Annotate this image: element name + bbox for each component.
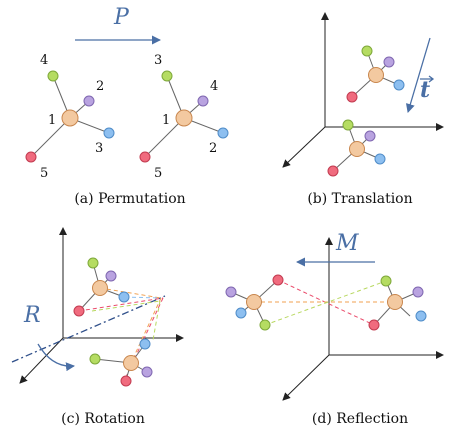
atom-blue <box>139 338 151 350</box>
atom-red <box>139 151 151 163</box>
molecule-upper <box>73 257 130 317</box>
atom-center <box>61 109 79 127</box>
vector-arrow-icon <box>420 75 435 83</box>
atom-blue <box>374 153 386 165</box>
rotation-arrow <box>37 343 75 372</box>
atom-red <box>346 91 358 103</box>
reflection-dashes <box>254 279 395 326</box>
label-left-red: 5 <box>40 166 48 181</box>
molecule-right: 3 4 1 2 5 <box>139 53 229 181</box>
reflection-operator: M <box>335 231 359 256</box>
label-right-purple: 4 <box>210 79 218 94</box>
rotation-operator: R <box>23 303 41 328</box>
atom-red <box>73 305 85 317</box>
panel-translation: t (b) Translation <box>282 12 444 207</box>
molecule-lower <box>89 338 153 387</box>
atom-blue <box>235 307 247 319</box>
atom-green <box>87 257 99 269</box>
molecule-left-mirror <box>225 274 284 331</box>
label-right-blue: 2 <box>209 141 217 156</box>
atom-green <box>47 70 59 82</box>
rotation-axis <box>11 295 166 363</box>
label-left-center: 1 <box>48 113 56 128</box>
atom-green <box>342 119 354 131</box>
atom-center <box>246 294 262 310</box>
translation-operator: t <box>420 77 430 103</box>
atom-blue <box>415 310 427 322</box>
label-left-green: 4 <box>40 53 48 68</box>
atom-purple <box>197 95 209 107</box>
atom-purple <box>364 130 376 142</box>
caption-permutation: (a) Permutation <box>74 191 185 207</box>
label-left-blue: 3 <box>95 141 103 156</box>
translation-arrow <box>405 37 431 113</box>
atom-red <box>272 274 284 286</box>
atom-center <box>123 355 139 371</box>
atom-green <box>380 275 392 287</box>
atom-red <box>25 151 37 163</box>
atom-blue <box>118 291 130 303</box>
atom-green <box>161 70 173 82</box>
permutation-operator: P <box>113 5 130 30</box>
atom-purple <box>225 286 237 298</box>
atom-green <box>89 353 101 365</box>
axes-reflection <box>282 237 444 401</box>
caption-translation: (b) Translation <box>307 191 412 207</box>
axes-rotation <box>19 227 184 384</box>
atom-red <box>368 319 380 331</box>
panel-rotation: R <box>11 227 184 427</box>
label-right-red: 5 <box>154 166 162 181</box>
atom-blue <box>217 127 229 139</box>
atom-red <box>120 375 132 387</box>
atom-center <box>349 141 365 157</box>
atom-purple <box>83 95 95 107</box>
molecule-right-mirror <box>368 275 427 331</box>
atom-center <box>368 67 384 83</box>
label-right-center: 1 <box>162 113 170 128</box>
caption-reflection: (d) Reflection <box>312 411 408 427</box>
atom-blue <box>393 79 405 91</box>
atom-green <box>361 45 373 57</box>
atom-purple <box>412 286 424 298</box>
molecule-bottom <box>327 119 386 177</box>
panel-permutation: P 4 2 1 3 5 3 4 <box>25 5 229 207</box>
label-left-purple: 2 <box>96 79 104 94</box>
atom-purple <box>383 56 395 68</box>
label-right-green: 3 <box>154 53 162 68</box>
atom-purple <box>105 270 117 282</box>
atom-center <box>175 109 193 127</box>
atom-center <box>92 280 108 296</box>
molecule-left: 4 2 1 3 5 <box>25 53 115 181</box>
atom-purple <box>141 366 153 378</box>
panel-reflection: M (d) Reflectio <box>225 231 444 427</box>
atom-green <box>259 319 271 331</box>
atom-red <box>327 165 339 177</box>
atom-blue <box>103 127 115 139</box>
molecule-top <box>346 45 405 103</box>
atom-center <box>387 294 403 310</box>
caption-rotation: (c) Rotation <box>61 411 145 427</box>
